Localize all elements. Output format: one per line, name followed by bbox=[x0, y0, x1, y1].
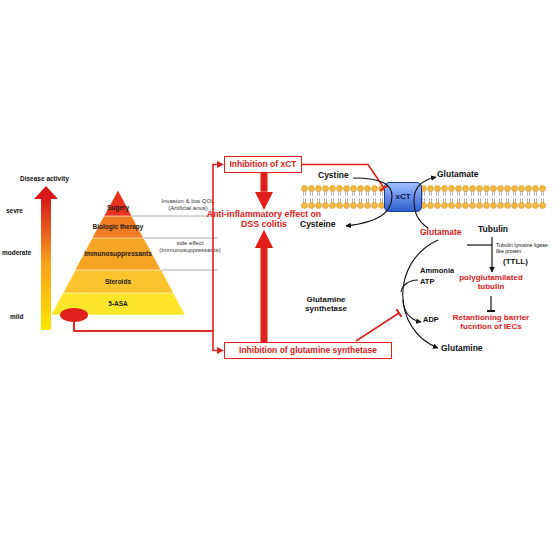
text-label: Glutamine bbox=[441, 344, 483, 354]
band-fill bbox=[104, 190, 132, 216]
band-fill bbox=[92, 216, 144, 238]
text-label: (TTLL) bbox=[503, 258, 528, 267]
node-text: xCT bbox=[395, 193, 410, 202]
text-label: Glutamate bbox=[420, 228, 462, 238]
reaction-arrow bbox=[403, 240, 438, 348]
pyramid-band: Immunosuppressants bbox=[75, 238, 161, 270]
process-box: Inhibition of glutamine synthetase bbox=[224, 342, 392, 359]
reaction-output bbox=[403, 300, 421, 322]
node-text: 5-ASA bbox=[108, 300, 128, 307]
pyramid-band: Steroids bbox=[63, 270, 174, 293]
text-label: ATP bbox=[420, 278, 434, 286]
pathway-arrow bbox=[491, 237, 492, 272]
band-fill bbox=[75, 238, 161, 270]
text-label: Disease activity bbox=[20, 175, 69, 182]
reaction-input bbox=[401, 280, 418, 292]
pathway-inhibition bbox=[490, 296, 491, 311]
cell-membrane bbox=[301, 185, 385, 209]
band-fill bbox=[51, 293, 185, 315]
pathway-line bbox=[467, 244, 492, 245]
text-label: ADP bbox=[423, 316, 439, 324]
text-label: Cystine bbox=[318, 171, 349, 181]
text-label: side effect (Immunosuppressants) bbox=[155, 240, 225, 253]
arrow-connector bbox=[261, 248, 268, 342]
text-label: sevre bbox=[6, 207, 23, 214]
text-label: Tubulin bbox=[478, 225, 508, 235]
process-box: Inhibition of xCT bbox=[224, 156, 302, 173]
band-shape bbox=[104, 190, 132, 216]
arrow-connector bbox=[74, 315, 217, 351]
text-label: moderate bbox=[2, 249, 31, 256]
text-label: mild bbox=[10, 313, 23, 320]
node-text: Inhibition of xCT bbox=[229, 160, 296, 170]
text-label: Glutamine synthetase bbox=[294, 296, 358, 314]
node-text: Steroids bbox=[105, 278, 131, 285]
cell-membrane bbox=[420, 185, 546, 209]
activity-arrow-head bbox=[34, 186, 58, 199]
pyramid-band: Sugery bbox=[104, 190, 132, 216]
text-label: Invasion & low QOL (Artificial anus) bbox=[156, 198, 220, 211]
text-label: polyglutamilated tubulin bbox=[446, 274, 536, 292]
inhibition-line bbox=[356, 313, 399, 341]
arrow-connector bbox=[261, 173, 268, 192]
node-text: Immunosuppressants bbox=[84, 250, 152, 257]
text-label: Tubulin tyrosine ligase-like protein bbox=[496, 243, 556, 255]
node-text: Sugery bbox=[107, 204, 129, 211]
text-label: Retantioning barrier fucntion of IECs bbox=[437, 314, 545, 332]
band-fill bbox=[63, 270, 174, 293]
highlight-ellipse bbox=[60, 308, 88, 322]
text-label: Ammonia bbox=[420, 267, 454, 275]
activity-arrow-shaft bbox=[41, 198, 51, 330]
text-label: Cysteine bbox=[300, 220, 335, 230]
pyramid-band: Biologic therapy bbox=[92, 216, 144, 238]
node-text: Inhibition of glutamine synthetase bbox=[239, 346, 377, 356]
node-text: Biologic therapy bbox=[93, 223, 144, 230]
inhibition-connector bbox=[302, 165, 384, 189]
text-label: Glutamate bbox=[437, 170, 479, 180]
